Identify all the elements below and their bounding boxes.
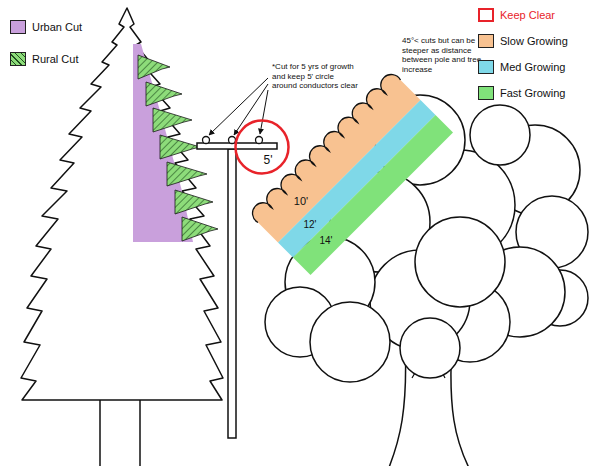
clearance-circle: 5': [234, 119, 290, 175]
legend-item: Fast Growing: [478, 86, 565, 100]
legend-swatch: [478, 8, 494, 22]
legend-swatch: [478, 60, 494, 74]
node-outline: [293, 115, 453, 275]
legend-label: Urban Cut: [32, 22, 82, 33]
crossarm: [197, 143, 277, 149]
band-fill: [293, 115, 453, 275]
oak-canopy: [265, 95, 588, 382]
dimension-label: 14': [319, 236, 332, 246]
node-outline: [234, 119, 290, 175]
legend-swatch: [478, 34, 494, 48]
legend-item: Keep Clear: [478, 8, 555, 22]
dimension-label: 10': [294, 196, 308, 207]
note: *Cut for 5 yrs of growth and keep 5' cir…: [272, 62, 358, 91]
legend-swatch: [478, 86, 494, 100]
node-outline: [278, 100, 436, 258]
dimension-label: 12': [303, 220, 316, 230]
legend-item: Slow Growing: [478, 34, 568, 48]
legend-swatch: [10, 20, 26, 34]
dimension-label: 5': [264, 154, 273, 166]
pine-crown: [21, 8, 223, 400]
legend-label: Slow Growing: [500, 36, 568, 47]
insulators: [203, 137, 263, 144]
medium-growth-band: 12': [278, 100, 436, 258]
fast-growth-band: 14': [293, 115, 453, 275]
clearance-outline: [236, 121, 289, 174]
leader-arrows: [209, 78, 268, 135]
band-fill: [278, 100, 436, 258]
legend-label: Rural Cut: [32, 54, 78, 65]
legend-item: Med Growing: [478, 60, 565, 74]
legend-label: Keep Clear: [500, 10, 555, 21]
legend-label: Fast Growing: [500, 88, 565, 99]
legend-item: Urban Cut: [10, 20, 82, 34]
legend-label: Med Growing: [500, 62, 565, 73]
utility-pole: [228, 149, 236, 438]
legend-item: Rural Cut: [10, 52, 78, 66]
legend-swatch: [10, 52, 26, 66]
